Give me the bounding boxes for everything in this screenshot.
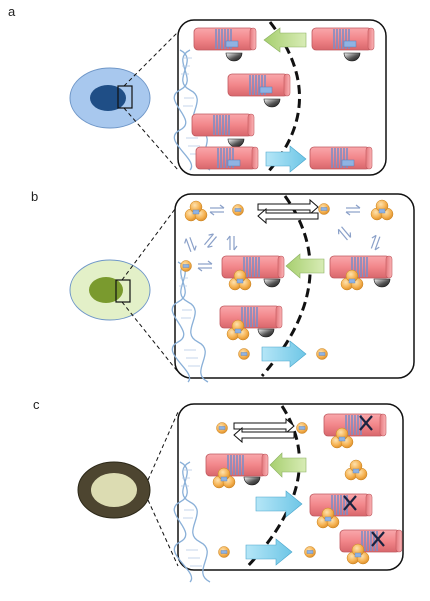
bead-icon: [316, 348, 328, 360]
cross-mark-icon: [359, 415, 373, 431]
zoom-line-top-a: [123, 31, 179, 87]
cross-mark-icon: [371, 531, 385, 547]
arrow-left-green: [269, 452, 307, 478]
panel-c: [77, 403, 404, 583]
zoom-line-bottom-b: [121, 301, 179, 373]
arrow-right-blue: [261, 340, 307, 368]
bead-icon: [296, 422, 308, 434]
protein-complex-icon: [311, 27, 375, 51]
exchange-arrow-icon: [257, 198, 319, 225]
protein-complex-icon: [191, 113, 255, 137]
arrow-left-green: [285, 253, 325, 279]
bead-icon: [216, 422, 228, 434]
arrow-right-blue: [255, 490, 303, 518]
bead-icon: [318, 203, 330, 215]
protein-complex-icon: [339, 529, 403, 553]
cell-a-icon: [69, 67, 151, 129]
protein-complex-icon: [329, 255, 393, 279]
arrow-right-blue: [245, 538, 293, 566]
protein-complex-icon: [221, 255, 285, 279]
protein-complex-icon: [227, 73, 291, 97]
protein-complex-icon: [323, 413, 387, 437]
zoom-line-top-b: [121, 204, 179, 281]
cell-b-icon: [69, 259, 151, 321]
panel-label-a: a: [8, 4, 16, 19]
protein-complex-icon: [195, 146, 259, 170]
bead-icon: [238, 348, 250, 360]
bead-icon: [180, 260, 192, 272]
protein-complex-icon: [309, 146, 373, 170]
cross-mark-icon: [343, 495, 357, 511]
arrow-right-blue: [265, 145, 307, 173]
arrow-left-green: [263, 27, 307, 53]
bead-icon: [304, 546, 316, 558]
protein-complex-icon: [219, 305, 283, 329]
bead-icon: [232, 204, 244, 216]
zoom-line-top-c: [147, 411, 179, 481]
panel-b: [69, 193, 415, 383]
bead-icon: [218, 546, 230, 558]
panel-a: [69, 19, 387, 176]
protein-complex-icon: [205, 453, 269, 477]
zoom-line-bottom-c: [147, 499, 179, 567]
cell-c-icon: [77, 461, 151, 519]
protein-complex-icon: [309, 493, 373, 517]
panel-label-b: b: [31, 189, 39, 204]
protein-complex-icon: [193, 27, 257, 51]
panel-label-c: c: [33, 397, 40, 412]
exchange-arrow-icon: [233, 417, 295, 444]
